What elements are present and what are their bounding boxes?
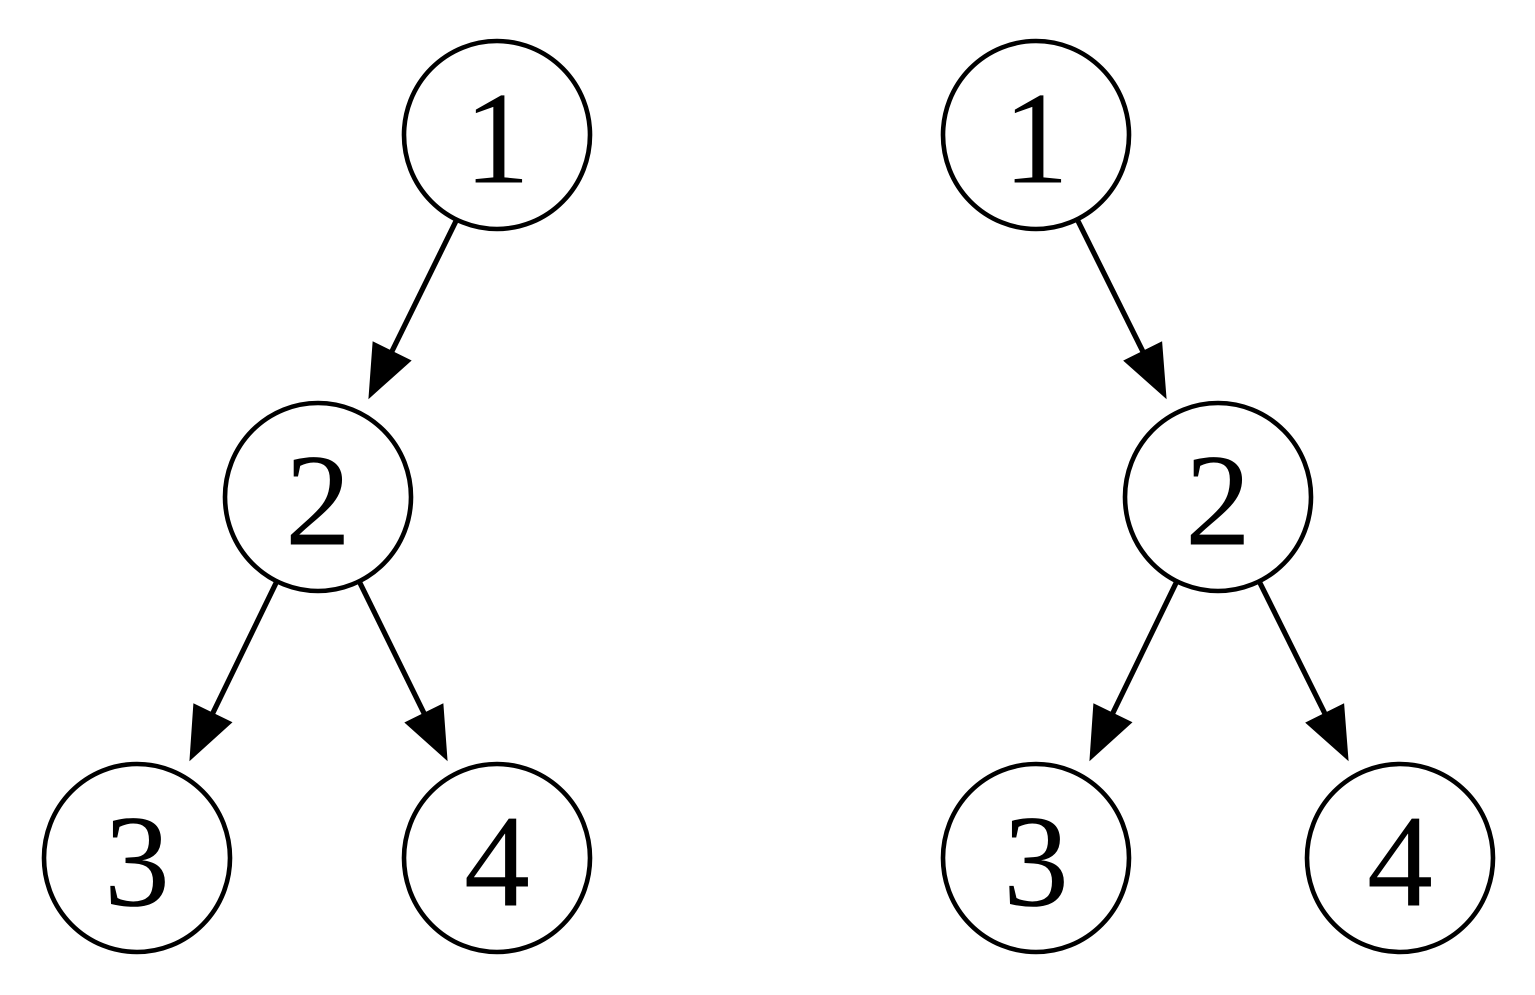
node-L4-shape[interactable]	[401, 761, 593, 955]
left-tree-edges	[189, 217, 460, 762]
node-R2[interactable]: 2	[1122, 400, 1314, 594]
arrowhead-R1-R2	[1123, 341, 1167, 400]
edge-L2-L4	[356, 579, 448, 762]
node-R4[interactable]: 4	[1304, 761, 1496, 955]
node-L1-label: 1	[464, 65, 530, 212]
edge-line-R1-R2	[1074, 217, 1152, 366]
right-tree-nodes: 1 2 3 4	[940, 38, 1496, 955]
edge-L1-L2	[368, 217, 460, 400]
node-L3-label: 3	[104, 788, 170, 935]
node-L1[interactable]: 1	[401, 38, 593, 232]
arrowhead-R2-R4	[1305, 703, 1349, 762]
node-R4-label: 4	[1367, 788, 1433, 935]
arrowhead-L2-L3	[189, 703, 233, 762]
node-R3-shape[interactable]	[940, 761, 1132, 955]
right-tree: 1 2 3 4	[940, 38, 1496, 955]
node-L3[interactable]: 3	[41, 761, 233, 955]
node-R4-shape[interactable]	[1304, 761, 1496, 955]
edge-line-R2-R3	[1104, 579, 1180, 728]
node-R1-shape[interactable]	[940, 38, 1132, 232]
arrowhead-R2-R3	[1089, 703, 1133, 762]
node-L2-label: 2	[285, 427, 351, 574]
node-R1[interactable]: 1	[940, 38, 1132, 232]
edge-R2-R4	[1256, 579, 1349, 762]
node-R3-label: 3	[1003, 788, 1069, 935]
node-L2[interactable]: 2	[222, 400, 414, 594]
right-tree-edges	[1074, 217, 1349, 762]
edge-R2-R3	[1089, 579, 1180, 762]
node-L1-shape[interactable]	[401, 38, 593, 232]
edge-line-L1-L2	[383, 217, 460, 366]
node-R2-label: 2	[1185, 427, 1251, 574]
node-L4-label: 4	[464, 788, 530, 935]
edge-line-R2-R4	[1256, 579, 1334, 728]
edge-line-L2-L3	[204, 579, 280, 728]
left-tree-nodes: 1 2 3 4	[41, 38, 593, 955]
node-L4[interactable]: 4	[401, 761, 593, 955]
edge-L2-L3	[189, 579, 280, 762]
arrowhead-L2-L4	[404, 703, 448, 762]
left-tree: 1 2 3 4	[41, 38, 593, 955]
edge-R1-R2	[1074, 217, 1167, 400]
node-L3-shape[interactable]	[41, 761, 233, 955]
edge-line-L2-L4	[356, 579, 433, 728]
node-L2-shape[interactable]	[222, 400, 414, 594]
node-R3[interactable]: 3	[940, 761, 1132, 955]
arrowhead-L1-L2	[368, 341, 412, 400]
node-R2-shape[interactable]	[1122, 400, 1314, 594]
node-R1-label: 1	[1003, 65, 1069, 212]
